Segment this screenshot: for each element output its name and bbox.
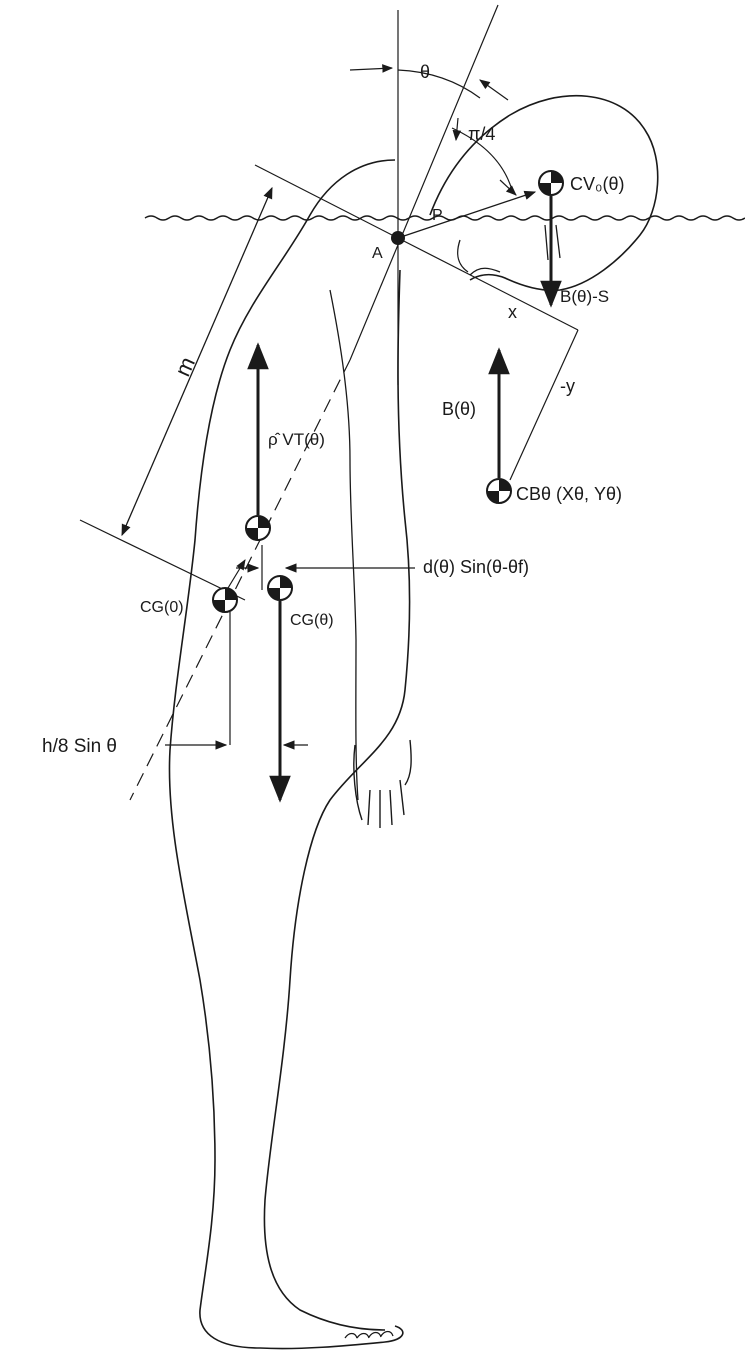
theta-right-tick [479, 79, 509, 101]
cv-center-marker [538, 170, 564, 196]
label-cg-0: CG(0) [140, 599, 184, 616]
cb-center-marker [486, 478, 512, 504]
face-details [457, 239, 501, 276]
theta-arc [397, 69, 481, 99]
label-x-axis: x [508, 302, 517, 322]
label-cv: CV₀(θ) [570, 174, 624, 194]
label-h-over-8: h/8 Sin θ [42, 736, 117, 757]
pi4-arc [451, 127, 513, 191]
head-outline [429, 95, 659, 292]
body-outline-front [263, 269, 411, 1331]
theta-left-tick [349, 64, 394, 73]
toes [344, 1330, 394, 1339]
label-d-sin: d(θ) Sin(θ-θf) [423, 557, 529, 577]
body-axis-line [349, 4, 499, 361]
body-inner-line [329, 289, 359, 801]
label-theta: θ [420, 62, 430, 82]
label-cb: CBθ (Xθ, Yθ) [516, 484, 622, 504]
neck-marks [544, 224, 561, 261]
label-m: m [170, 353, 200, 380]
hand-outline [353, 739, 412, 828]
label-b-theta: B(θ) [442, 399, 476, 419]
label-cg-theta: CG(θ) [290, 612, 334, 629]
body-outline-back [168, 159, 404, 1350]
label-point-a: A [372, 245, 383, 262]
vector-p [397, 190, 537, 239]
dimension-m-line [121, 186, 273, 537]
pelvis-line [79, 519, 246, 601]
label-point-p: P [432, 207, 443, 224]
cg-theta-center-marker [267, 575, 293, 601]
cg0-center-marker [212, 587, 238, 613]
x-axis-line [254, 164, 579, 331]
body-axis-dashed [129, 359, 351, 801]
pi4-tick-2 [499, 179, 517, 196]
cg0-leader [227, 559, 246, 589]
label-y-axis: -y [560, 376, 575, 396]
vt-center-marker [245, 515, 271, 541]
point-a [391, 231, 405, 245]
label-b-minus-s: B(θ)-S [560, 287, 609, 306]
water-surface [144, 215, 745, 221]
label-pi-over-4: π/4 [468, 124, 495, 144]
label-rho-vt: ρ̂ VT(θ) [268, 430, 325, 449]
pi4-tick-1 [452, 117, 462, 142]
y-axis-line [509, 329, 579, 481]
